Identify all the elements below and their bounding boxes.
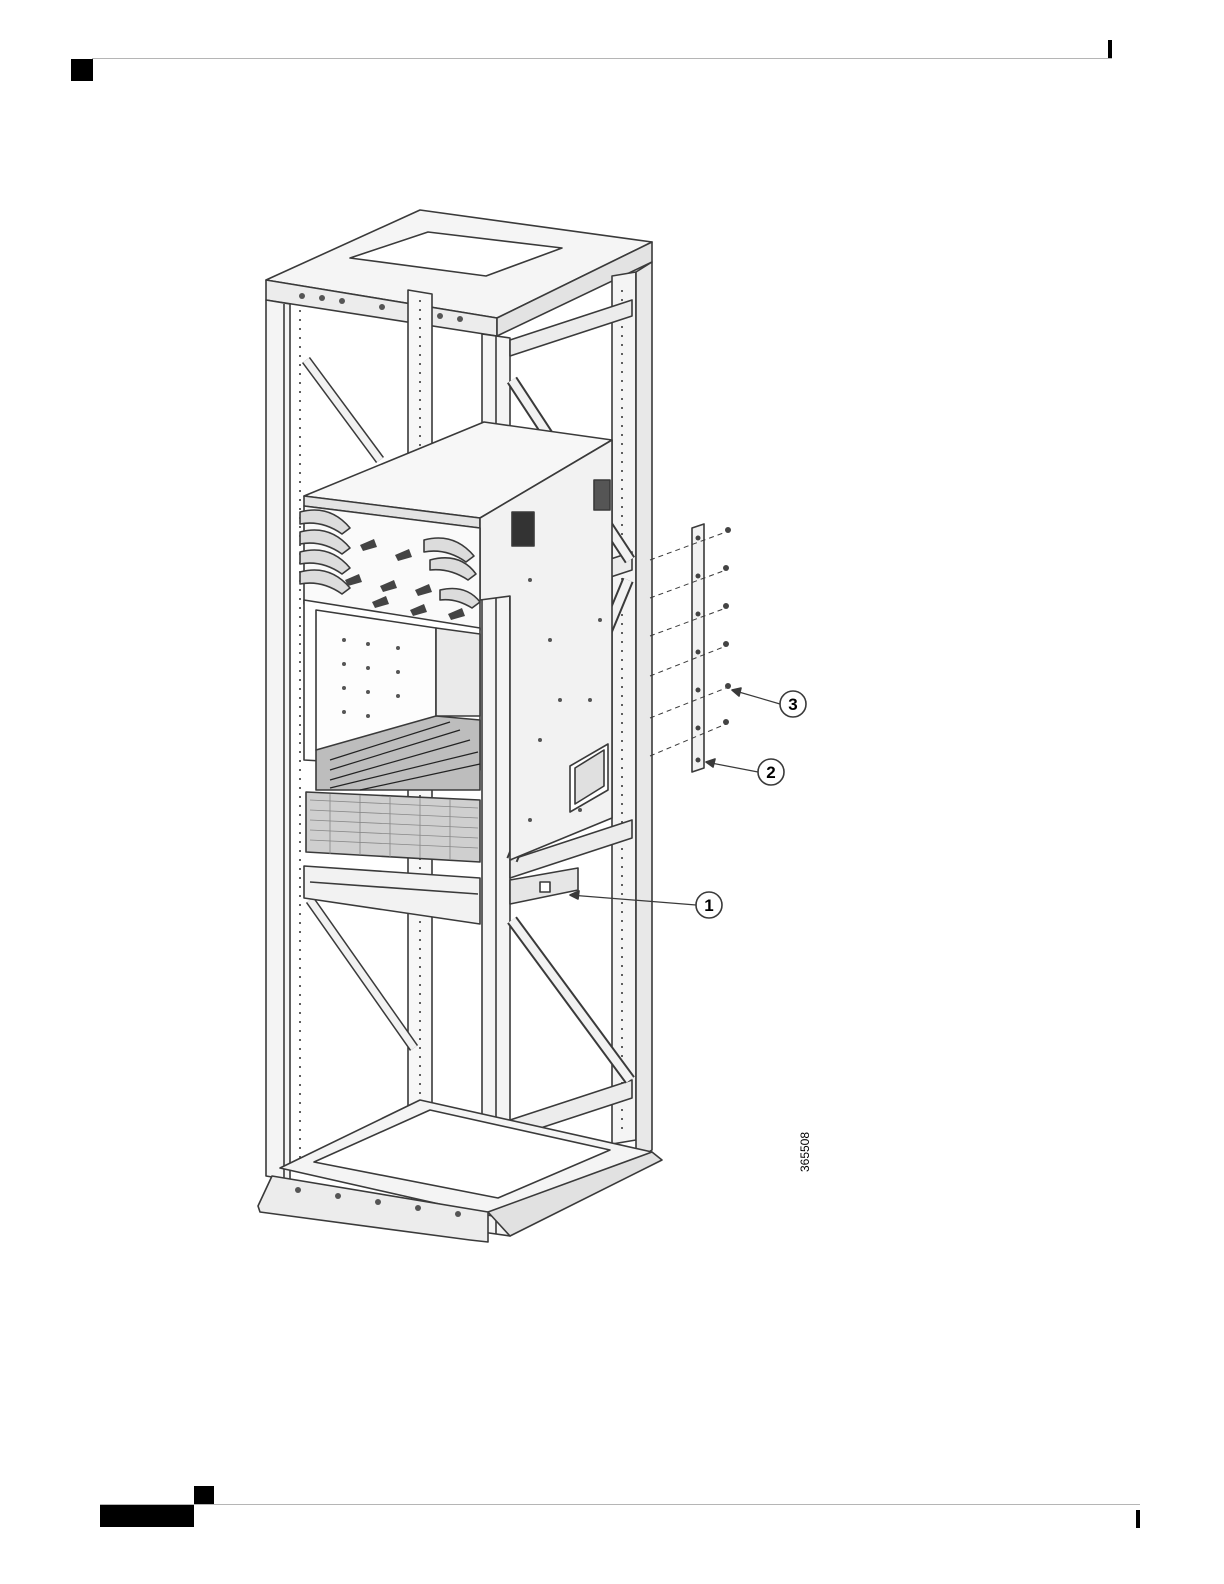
shelf-bracket [304,866,480,924]
screws [723,527,731,725]
figure-id: 365508 [798,1132,812,1172]
footer-page-tab [100,1505,194,1527]
rack-front-left-post [266,300,290,1180]
callout-label-3: 3 [788,695,797,714]
footer-tick [1136,1510,1140,1528]
mounting-bracket [692,524,704,772]
callout-label-2: 2 [766,763,775,782]
footer-marker [194,1486,214,1504]
callout-label-1: 1 [704,896,713,915]
footer-rule [100,1504,1140,1505]
